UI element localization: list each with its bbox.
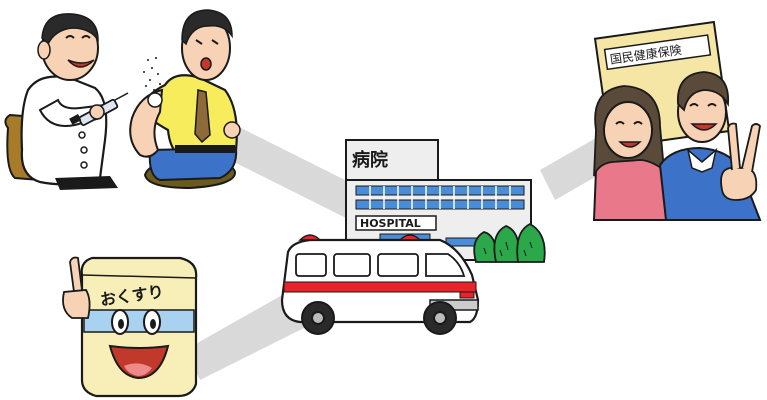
ambulance-wheels (301, 301, 457, 335)
family-insurance-scene: 国民健康保険 (592, 20, 762, 221)
patient-pants (148, 146, 238, 182)
insurance-card-title-box (603, 34, 712, 71)
patient-mouth (200, 57, 212, 71)
sparkle-dots (143, 57, 161, 91)
ambulance-icon (280, 234, 480, 335)
hospital-sign-kanji: 病院 (352, 149, 388, 171)
hospital-sign-plate (355, 215, 437, 231)
doctor-patient-scene (4, 9, 241, 190)
doctor-hand (89, 104, 105, 120)
doctor-legs (55, 176, 118, 190)
man-eyes (689, 103, 717, 107)
window-dividers (369, 186, 511, 209)
doctor-coat (20, 75, 108, 186)
man-collar (686, 147, 718, 173)
doctor-mouth (67, 59, 95, 68)
siren-light (398, 234, 422, 241)
cotton-pad (147, 92, 163, 108)
patient-hair (181, 9, 233, 46)
medicine-bag-fold (81, 274, 197, 279)
woman-mouth (618, 141, 642, 148)
siren-light (298, 234, 322, 241)
man-hair (677, 71, 729, 112)
doctor-eyes (65, 35, 91, 39)
trees-icon (473, 222, 546, 263)
connector-doctor (190, 110, 395, 235)
bag-mouth (108, 344, 170, 380)
patient-belt (175, 145, 235, 153)
medicine-bag-band (83, 309, 195, 333)
medicine-bag-icon: おくすり (62, 256, 198, 398)
bag-tongue (124, 363, 152, 376)
ambulance-headlight (459, 291, 475, 299)
pointing-hand-icon (62, 256, 91, 319)
ambulance-stripe (283, 281, 477, 293)
doctor-hair (41, 13, 99, 46)
doctor-ear (37, 40, 51, 60)
patient-hand (223, 121, 241, 139)
woman-face (603, 101, 653, 159)
man-mouth (690, 123, 718, 131)
woman-eyes (615, 121, 643, 125)
peace-sign-hand-icon (720, 122, 761, 201)
hospital-sign-english: HOSPITAL (360, 217, 421, 230)
patient-eyes (195, 39, 219, 45)
hospital-building-icon: 病院 HOSPITAL (345, 139, 546, 263)
coat-buttons (78, 131, 88, 169)
hospital-tower (345, 139, 439, 186)
ambulance-windows (295, 253, 466, 277)
patient-tie (194, 89, 211, 144)
